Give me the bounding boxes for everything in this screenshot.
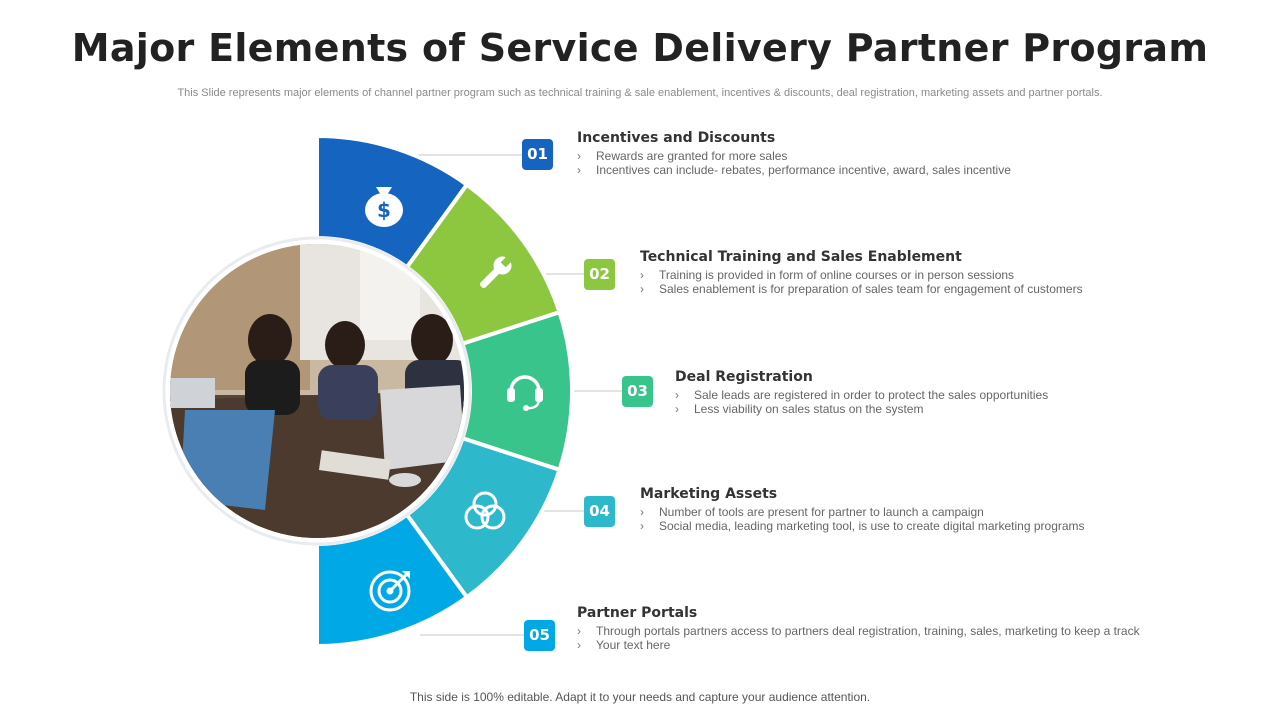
chevron-right-icon: › bbox=[577, 624, 581, 638]
svg-text:$: $ bbox=[377, 198, 391, 222]
connector-lines bbox=[410, 154, 622, 636]
bullet: ›Sales enablement is for preparation of … bbox=[640, 282, 1083, 296]
page-subtitle: This Slide represents major elements of … bbox=[177, 87, 1103, 99]
money-bag-icon: $ bbox=[365, 187, 403, 227]
team-meeting-photo bbox=[170, 244, 464, 538]
chevron-right-icon: › bbox=[675, 388, 679, 402]
item-title: Incentives and Discounts bbox=[577, 130, 776, 146]
bullet: ›Social media, leading marketing tool, i… bbox=[640, 519, 1085, 533]
item-title: Technical Training and Sales Enablement bbox=[640, 249, 962, 265]
item-deal-registration: Deal Registration ›Sale leads are regist… bbox=[675, 369, 1048, 416]
item-title: Deal Registration bbox=[675, 369, 813, 385]
chevron-right-icon: › bbox=[577, 149, 581, 163]
bullet: ›Through portals partners access to part… bbox=[577, 624, 1140, 638]
venn-circles-icon bbox=[464, 491, 506, 530]
bullet: ›Less viability on sales status on the s… bbox=[675, 402, 924, 416]
bullet: ›Incentives can include- rebates, perfor… bbox=[577, 163, 1011, 177]
item-marketing-assets: Marketing Assets ›Number of tools are pr… bbox=[640, 486, 1085, 533]
page-title: Major Elements of Service Delivery Partn… bbox=[71, 26, 1209, 70]
badge-04: 04 bbox=[584, 496, 615, 527]
bullet: ›Rewards are granted for more sales bbox=[577, 149, 788, 163]
chevron-right-icon: › bbox=[640, 282, 644, 296]
item-title: Partner Portals bbox=[577, 605, 698, 621]
item-title: Marketing Assets bbox=[640, 486, 778, 502]
chevron-right-icon: › bbox=[577, 638, 581, 652]
item-technical-training: Technical Training and Sales Enablement … bbox=[640, 249, 1083, 296]
chevron-right-icon: › bbox=[640, 505, 644, 519]
badge-05: 05 bbox=[524, 620, 555, 651]
bullet: ›Sale leads are registered in order to p… bbox=[675, 388, 1049, 402]
item-incentives: Incentives and Discounts ›Rewards are gr… bbox=[577, 130, 1011, 177]
wrench-icon bbox=[480, 254, 514, 288]
target-icon bbox=[369, 570, 411, 612]
chevron-right-icon: › bbox=[577, 163, 581, 177]
bullet: ›Training is provided in form of online … bbox=[640, 268, 1015, 282]
badge-01: 01 bbox=[522, 139, 553, 170]
bullet: ›Number of tools are present for partner… bbox=[640, 505, 984, 519]
headset-icon bbox=[507, 375, 543, 411]
chevron-right-icon: › bbox=[675, 402, 679, 416]
footer-note: This side is 100% editable. Adapt it to … bbox=[409, 690, 871, 704]
item-partner-portals: Partner Portals ›Through portals partner… bbox=[577, 605, 1140, 652]
chevron-right-icon: › bbox=[640, 519, 644, 533]
badge-02: 02 bbox=[584, 259, 615, 290]
chevron-right-icon: › bbox=[640, 268, 644, 282]
badge-03: 03 bbox=[622, 376, 653, 407]
bullet: ›Your text here bbox=[577, 638, 671, 652]
